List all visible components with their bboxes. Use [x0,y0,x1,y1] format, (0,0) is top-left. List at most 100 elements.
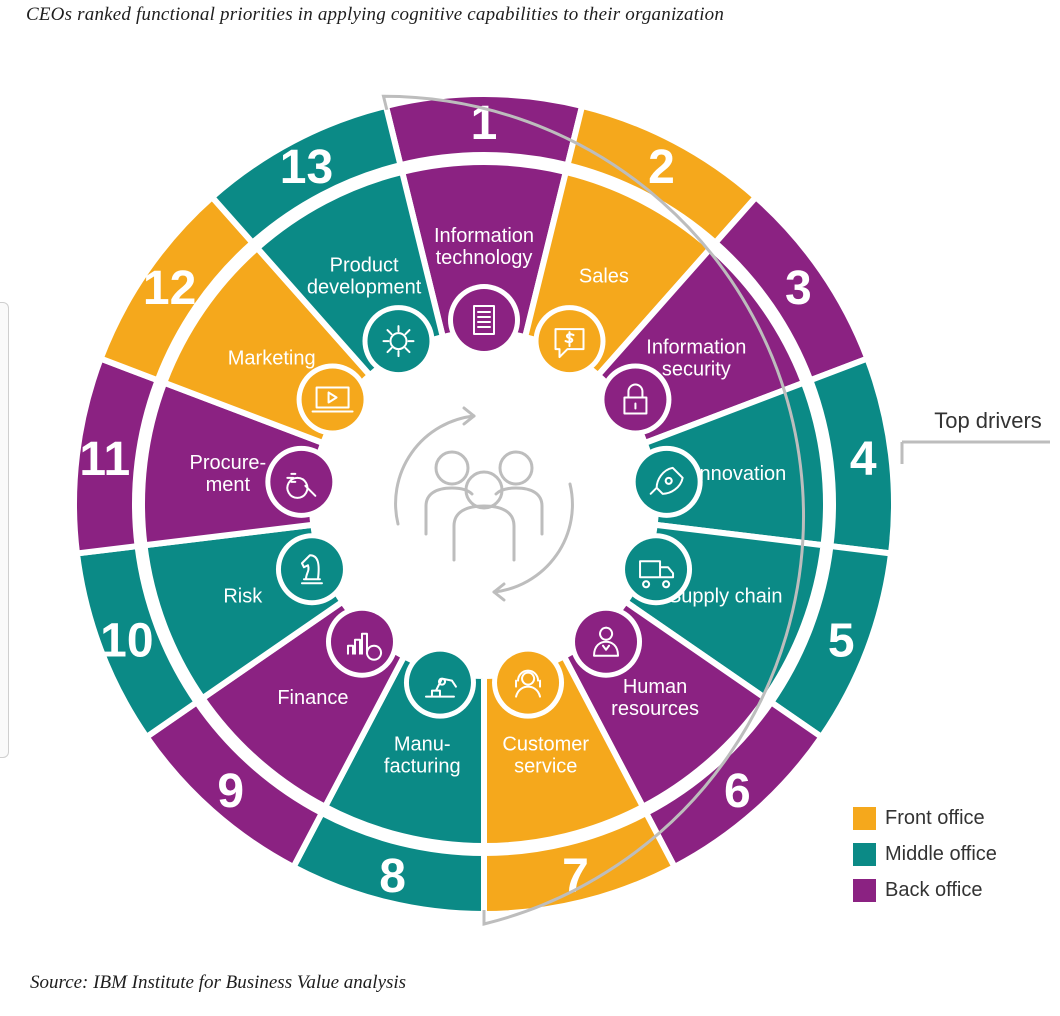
segment-5: 5 Supply chain [620,521,895,742]
legend-item-middle: Middle office [853,836,997,872]
icon-glyph [593,626,620,657]
segment-label: Product [330,255,399,277]
segment-rank-number: 3 [785,262,812,315]
top-drivers-bracket [381,94,805,926]
segment-label: facturing [384,756,461,778]
icon-badge-fill [280,538,343,601]
legend-item-back: Back office [853,872,997,908]
icon-badge-fill [625,538,688,601]
icon-glyph [382,325,415,358]
person-right-body [494,486,544,536]
segment-label: service [514,756,577,778]
people-cycle-icon [394,406,574,602]
segment-label: Risk [223,585,263,607]
cycle-arrow-right [492,482,574,594]
segment-rank-number: 12 [143,262,196,315]
segment-rank-number: 9 [217,765,244,818]
segment-10: 10 Risk [73,521,348,742]
chart-title: CEOs ranked functional priorities in app… [26,4,725,25]
top-drivers-label: Top drivers [934,408,1042,433]
segment-rank-number: 8 [379,850,406,903]
icon-glyph [300,554,323,585]
robot-arm-icon [403,646,476,719]
legend-item-front: Front office [853,800,997,836]
segment-label: Information [646,336,746,358]
bar-chart-dollar-icon [325,605,398,678]
segment-label: Human [623,676,687,698]
segment-label: development [307,277,422,299]
icon-badge-fill [270,450,333,513]
icon-glyph [424,677,457,698]
segment-rank-number: 4 [850,433,877,486]
segment-label: Manu- [394,734,451,756]
icon-glyph [554,328,585,359]
person-right-head [498,450,534,486]
segment-rank-number: 11 [79,433,130,486]
segment-label: security [662,358,731,380]
cycle-arrow-left [394,414,476,526]
server-icon [448,284,520,356]
segment-label: Customer [502,734,589,756]
person-center-body [452,504,516,562]
legend: Front office Middle office Back office [853,800,997,908]
icon-glyph [346,632,383,661]
segment-label: Supply chain [668,585,783,607]
segment-label: resources [611,698,699,720]
icon-badge-fill [604,368,667,431]
segment-label: Marketing [228,347,316,369]
segment-rank-number: 13 [280,141,333,194]
segment-label: Sales [579,266,629,288]
segment-rank-number: 5 [828,614,855,667]
top-drivers-connector [900,440,1050,464]
legend-swatch-front [853,806,876,830]
gear-icon [362,305,435,378]
segment-rank-number: 10 [100,614,153,667]
legend-label: Back office [885,878,983,901]
icon-glyph [311,386,354,413]
delivery-truck-icon [620,533,693,606]
person-left-body [424,486,474,536]
legend-label: Middle office [885,842,997,865]
icon-glyph [473,305,495,335]
side-scroll-handle [0,302,9,758]
icon-badge-fill [367,310,430,373]
cycle-arrowhead-bottom [492,582,506,602]
segment-label: Innovation [694,463,786,485]
legend-swatch-back [853,878,876,902]
segment-8: 8 Manu-facturing [289,646,487,918]
icon-glyph [623,383,648,415]
dollar-speech-bubble-icon [533,305,606,378]
legend-label: Front office [885,806,985,829]
padlock-icon [599,363,672,436]
magnifier-circuit-icon [265,445,338,518]
icon-glyph [286,472,317,499]
person-heart-icon [570,605,643,678]
segment-label: Procure- [190,452,267,474]
legend-swatch-middle [853,842,876,866]
segment-rank-number: 2 [648,141,675,194]
icon-glyph [649,466,684,495]
icon-badge-fill [453,289,515,351]
icon-badge-fill [497,651,560,714]
center-hub [342,362,626,646]
segment-9: 9 Finance [142,597,409,872]
segment-label: Information [434,225,534,247]
rocket-icon [630,445,703,518]
segment-11: 11 Procure-ment [71,354,338,557]
icon-glyph [515,669,542,698]
video-play-icon [296,363,369,436]
segment-label: ment [206,474,251,496]
cycle-arrowhead-top [462,406,476,426]
person-center-head [464,470,504,510]
icon-glyph [639,560,675,589]
segment-label: technology [436,247,533,269]
segment-label: Finance [277,687,348,709]
segment-rank-number: 6 [724,765,751,818]
source-note: Source: IBM Institute for Business Value… [30,972,407,993]
segment-rank-band [207,102,405,248]
chess-knight-icon [275,533,348,606]
